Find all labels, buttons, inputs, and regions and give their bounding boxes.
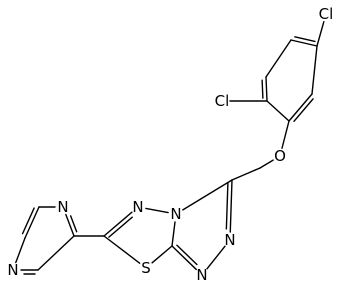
atom-labels: Cl Cl O S N N N N N N [7, 5, 333, 284]
bond-c13-c10 [37, 235, 75, 271]
bond-n2-c8 [171, 245, 197, 271]
bond-c1-c2 [290, 39, 318, 47]
bond-c9-n3-double [108, 216, 133, 238]
bond-c8-s [151, 245, 173, 264]
atom-n-thiadiazole: N [132, 198, 143, 216]
bond-c11-c12 [24, 206, 40, 239]
bond-c8-nb [171, 221, 176, 247]
bond-c4-c5 [266, 100, 290, 122]
bond-c5-o [281, 120, 290, 149]
bond-c5-c6 [288, 93, 313, 122]
bond-c10-n4-double [69, 215, 78, 233]
bond-n3-nb [145, 207, 169, 214]
atom-o-ether: O [274, 147, 286, 165]
atom-n-triazole-1: N [224, 231, 235, 249]
bond-c5-c6-double [293, 98, 314, 123]
atom-n-pyrazine-top: N [57, 198, 68, 216]
bond-s-c9 [103, 235, 141, 264]
atom-s-thiadiazole: S [141, 259, 151, 277]
atom-n-pyrazine-bottom: N [7, 261, 18, 279]
bond-ch2-c7 [231, 167, 261, 181]
bonds [15, 21, 325, 275]
bond-o-ch2 [259, 159, 274, 169]
bond-c9-n3 [103, 211, 133, 237]
bond-c6-c1 [311, 45, 318, 95]
bond-c1-c2-double [294, 36, 316, 43]
bond-c7-n1-double [225, 182, 229, 230]
bond-c12-n5 [15, 237, 26, 264]
bond-c2-c3 [265, 39, 292, 78]
bond-n2-c8-double [176, 244, 198, 266]
bond-c10-n4 [65, 213, 75, 237]
bond-c7-n1 [229, 179, 233, 233]
atom-n-bridgehead: N [170, 205, 181, 223]
atom-n-triazole-2: N [196, 266, 207, 284]
bond-c11-c12-double [21, 207, 35, 235]
bond-c3-c4 [265, 76, 268, 102]
bond-n1-n2 [206, 245, 226, 270]
bond-cl1-c1 [316, 21, 325, 47]
atom-cl-para: Cl [319, 5, 334, 23]
atom-cl-ortho: Cl [215, 92, 230, 110]
bond-c7-nb [182, 179, 233, 211]
bond-c3-c4-double [261, 79, 264, 99]
